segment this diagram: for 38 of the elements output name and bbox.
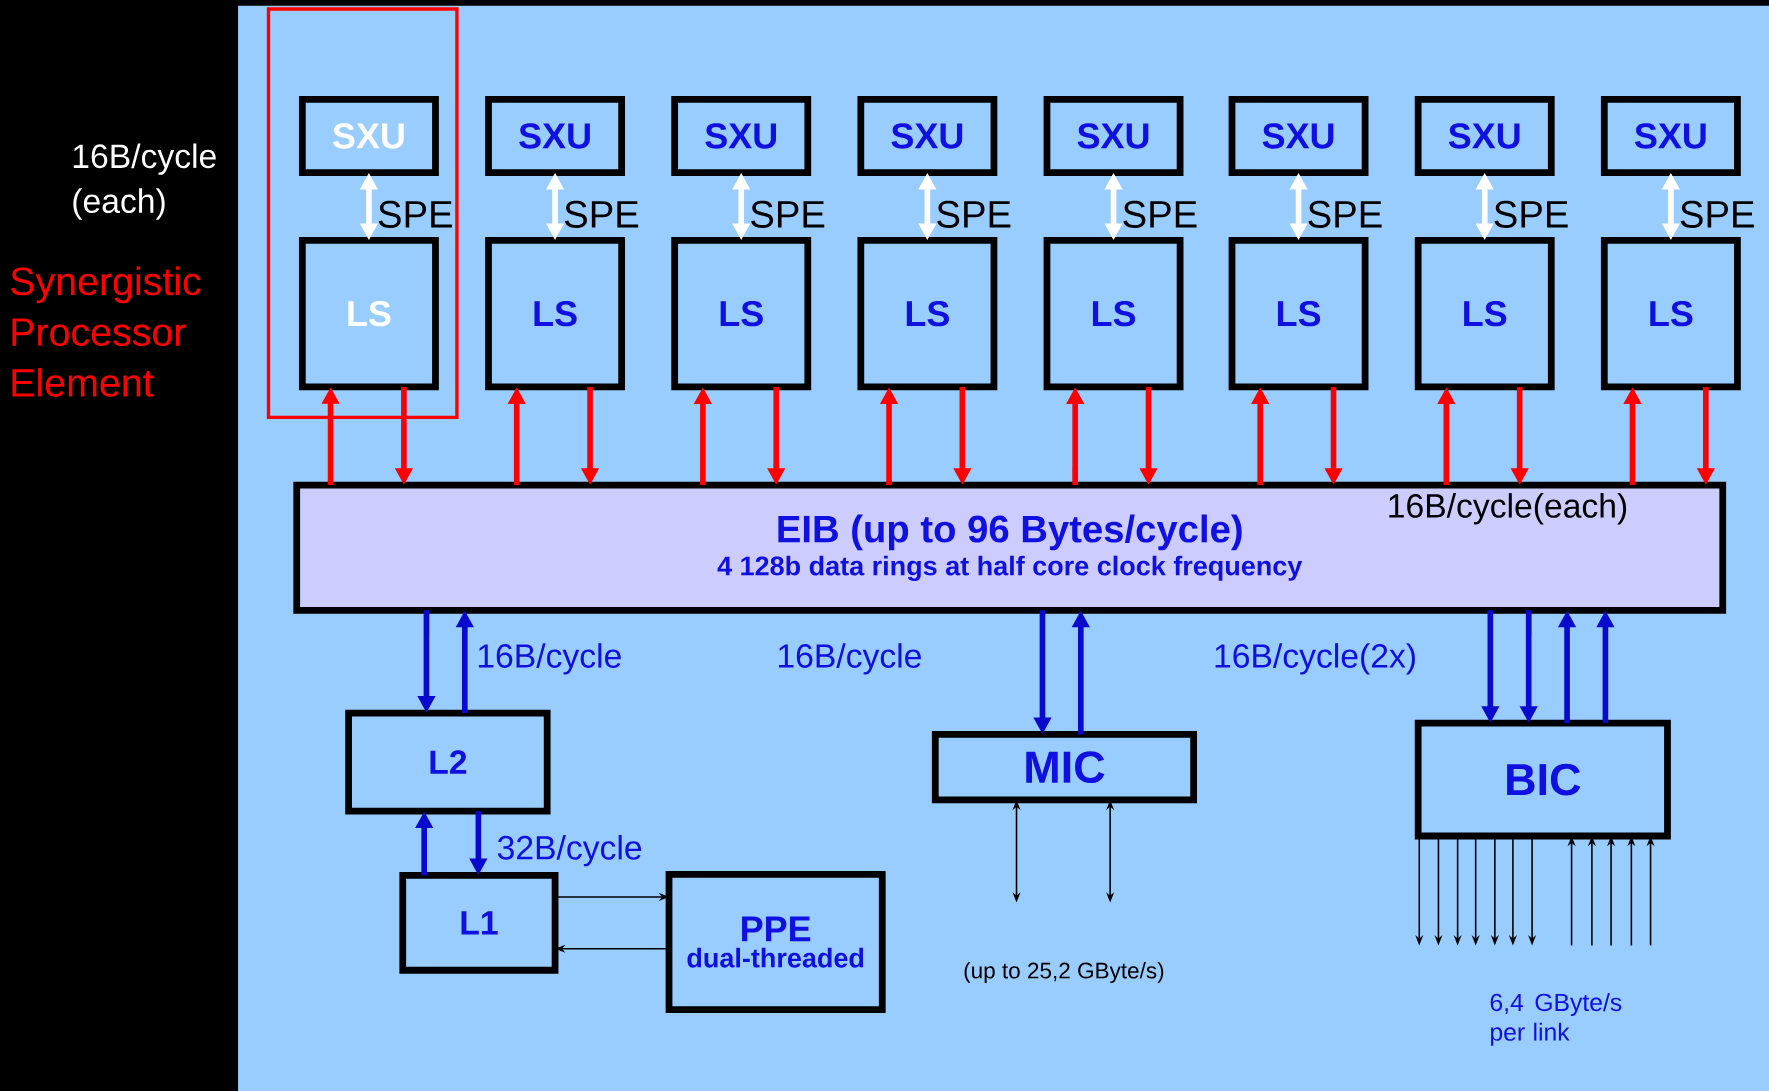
element-label: SPE (564, 200, 639, 228)
unit-box: SXU (1600, 95, 1741, 176)
bandwidth-label: 6,4 GByte/s per link (1490, 993, 1622, 1046)
unit-box: SXU (485, 95, 626, 176)
element-label: SPE (1494, 200, 1568, 228)
unit-box: LS (857, 236, 998, 391)
unit-box: LS (1600, 236, 1741, 391)
controller-box: BIC (1414, 719, 1671, 840)
element-label: SPE (751, 200, 825, 228)
element-heading: Synergistic Processor Element (11, 266, 201, 397)
element-label: SPE (1680, 200, 1754, 228)
unit-box: LS (1228, 236, 1369, 391)
processor-box: PPE dual-threaded (665, 871, 886, 1014)
unit-box: LS (1043, 236, 1184, 391)
unit-box: LS (671, 236, 812, 391)
bandwidth-label: (up to 25,2 GByte/s) (964, 962, 1164, 983)
element-label: SPE (937, 200, 1011, 228)
unit-box: LS (1414, 236, 1555, 391)
bandwidth-label: 32B/cycle (497, 834, 642, 867)
bandwidth-label: 16B/cycle (478, 643, 621, 675)
unit-box: SXU (1228, 95, 1369, 176)
element-label: SPE (378, 200, 452, 228)
bandwidth-label: 16B/cycle(each) (1389, 493, 1627, 525)
element-label: SPE (1123, 200, 1197, 228)
element-label: SPE (1308, 200, 1382, 228)
bandwidth-label: 16B/cycle (778, 643, 921, 675)
bandwidth-label: 16B/cycle (each) (73, 143, 216, 220)
cache-box: L2 (345, 709, 551, 815)
bandwidth-label: 16B/cycle(2x) (1215, 643, 1415, 675)
cache-box: L1 (399, 872, 559, 974)
unit-box: LS (298, 236, 439, 391)
unit-box: SXU (857, 95, 998, 176)
unit-box: SXU (1043, 95, 1184, 176)
unit-box: SXU (1414, 95, 1555, 176)
unit-box: SXU (671, 95, 812, 176)
controller-box: MIC (931, 731, 1198, 804)
unit-box: LS (485, 236, 626, 391)
unit-box: SXU (298, 95, 439, 176)
